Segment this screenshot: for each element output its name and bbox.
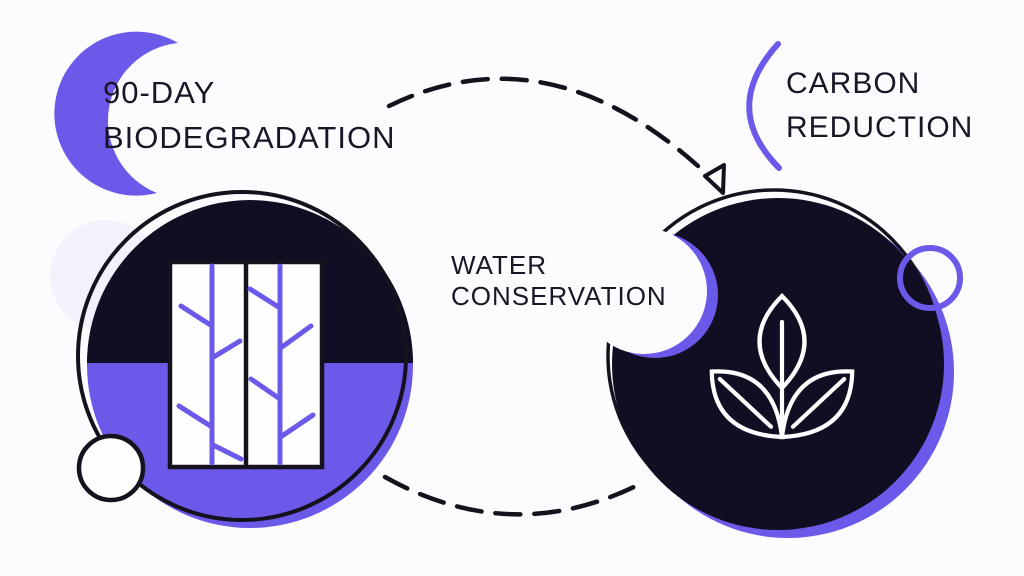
branch-line: [279, 412, 316, 439]
carbon-label-line2: REDUCTION: [786, 111, 974, 144]
crescent-icon: [54, 31, 178, 196]
water-label: WATER CONSERVATION: [451, 250, 667, 312]
biodegradation-label-line2: BIODEGRADATION: [103, 120, 396, 155]
branch-line: [279, 323, 314, 350]
arrowhead-icon: [703, 163, 726, 195]
center-leaf: [757, 293, 807, 392]
dashed-arc-top: [386, 76, 701, 169]
biodegradation-label-line1: 90-DAY: [103, 75, 216, 110]
purple-ring-accent: [897, 245, 963, 311]
left-leaf: [709, 369, 785, 440]
branch-line: [178, 303, 215, 329]
water-label-line2: CONSERVATION: [451, 281, 667, 311]
left-leaf-shape: [709, 369, 785, 440]
right-leaf-vein: [790, 376, 847, 429]
carbon-label-line1: CARBON: [786, 67, 921, 100]
left-circle-outline: [76, 190, 408, 522]
branch-line: [210, 442, 244, 462]
branch-line: [176, 403, 215, 430]
fiber-panels-icon: [167, 259, 325, 470]
right-leaf: [779, 369, 855, 440]
fiber-grain-lines: [176, 263, 316, 466]
carbon-arc-accent: [746, 41, 782, 171]
left-leaf-vein: [717, 376, 774, 429]
branch-line: [247, 286, 283, 311]
small-ring-accent: [76, 433, 146, 503]
carbon-label: CARBON REDUCTION: [786, 62, 973, 150]
dashed-arc-bottom: [382, 474, 643, 517]
plant-leaves-icon: [709, 293, 855, 440]
biodegradation-circle: [76, 190, 413, 528]
right-leaf-shape: [779, 369, 855, 440]
biodegradation-label: 90-DAY BIODEGRADATION: [103, 70, 395, 160]
water-label-line1: WATER: [451, 250, 547, 280]
carbon-circle: [581, 188, 963, 538]
branch-line: [209, 338, 243, 361]
bite-cutout: [581, 228, 707, 354]
branch-line: [248, 376, 283, 402]
